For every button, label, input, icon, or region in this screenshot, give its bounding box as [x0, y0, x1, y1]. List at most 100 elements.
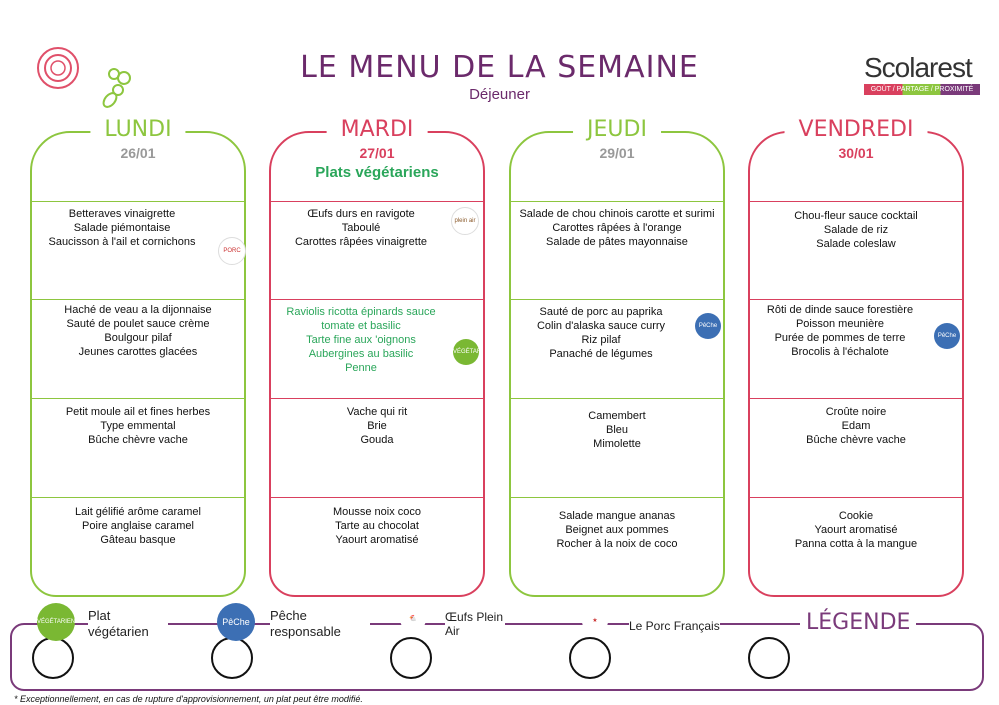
dish: Sauté de porc au paprika [539, 306, 663, 318]
legend-oeufs: Œufs Plein Air [445, 610, 505, 638]
day-name: VENDREDI [784, 117, 928, 143]
dish: Carottes râpées à l'orange [552, 222, 682, 234]
peche-responsable-icon: PêChe [217, 603, 255, 641]
page-subtitle: Déjeuner [469, 86, 530, 103]
divider [750, 201, 962, 202]
dish: Salade mangue ananas [558, 510, 676, 522]
legend-peche: Pêche responsable [270, 608, 370, 640]
dish: Beignet aux pommes [565, 524, 669, 536]
legend-circle [32, 637, 74, 679]
veg-badge-icon: VÉGÉTARIEN [453, 339, 479, 365]
dish: Saucisson à l'ail et cornichons [48, 236, 196, 248]
dish: Poire anglaise caramel [82, 520, 194, 532]
dish: Jeunes carottes glacées [78, 346, 198, 358]
divider [511, 398, 723, 399]
dish: Salade de riz [823, 224, 889, 236]
dish: Mimolette [593, 438, 641, 450]
peche-badge-icon: PêChe [695, 313, 721, 339]
dish: Croûte noire [825, 406, 887, 418]
legend-circle [390, 637, 432, 679]
dish: Vache qui rit [346, 406, 408, 418]
dish: Gouda [360, 434, 394, 446]
dish: Colin d'alaska sauce curry [536, 320, 666, 332]
dish: Penne [345, 362, 377, 374]
dish: Bûche chèvre vache [88, 434, 188, 446]
dish: Boulgour pilaf [104, 332, 172, 344]
dish: Panna cotta à la mangue [794, 538, 918, 550]
dish: Salade coleslaw [816, 238, 896, 250]
course-main: Raviolis ricotta épinards sauce tomate e… [273, 305, 449, 375]
dish: Edam [841, 420, 871, 432]
dish: Petit moule ail et fines herbes [65, 406, 211, 418]
dish: Bûche chèvre vache [806, 434, 906, 446]
dish: Brie [367, 420, 387, 432]
porc-badge-icon: PORC [218, 237, 246, 265]
dish: Salade piémontaise [73, 222, 171, 234]
brand-logo: Scolarest GOÛT / PARTAGE / PROXIMITÉ [864, 52, 980, 95]
divider [750, 299, 962, 300]
dish: Brocolis à l'échalote [791, 346, 889, 358]
divider [750, 497, 962, 498]
divider [511, 299, 723, 300]
dish: Lait gélifié arôme caramel [75, 506, 201, 518]
dish: Salade de chou chinois carotte et surimi [519, 208, 715, 220]
dish: Betteraves vinaigrette [68, 208, 176, 220]
dish: Taboulé [341, 222, 381, 234]
dish: Raviolis ricotta épinards sauce tomate e… [286, 306, 436, 332]
legend-porc: Le Porc Français [629, 618, 720, 634]
dish: Gâteau basque [100, 534, 176, 546]
dish: Type emmental [100, 420, 176, 432]
day-name: JEUDI [573, 117, 661, 143]
dish: Cookie [838, 510, 874, 522]
day-date: 27/01 [359, 145, 395, 161]
divider [271, 497, 483, 498]
dish: Yaourt aromatisé [335, 534, 419, 546]
divider [271, 299, 483, 300]
legend-circle [748, 637, 790, 679]
page-title: LE MENU DE LA SEMAINE [300, 50, 699, 85]
dish: Riz pilaf [581, 334, 621, 346]
divider [511, 201, 723, 202]
dish: Poisson meunière [795, 318, 885, 330]
brand-name: Scolarest [864, 52, 973, 83]
dish: Salade de pâtes mayonnaise [546, 236, 688, 248]
porc-francais-icon: ★ [582, 608, 608, 634]
dish: Haché de veau a la dijonnaise [64, 304, 212, 316]
dish: Chou-fleur sauce cocktail [794, 210, 918, 222]
dish: Tarte au chocolat [335, 520, 419, 532]
dish: Mousse noix coco [332, 506, 422, 518]
divider [32, 497, 244, 498]
dish: Camembert [588, 410, 646, 422]
dish: Sauté de poulet sauce crème [66, 318, 210, 330]
oeufs-plein-air-icon: 🐔 [400, 606, 426, 632]
legend-title: LÉGENDE [800, 610, 917, 636]
divider [32, 299, 244, 300]
course-starter: Salade de chou chinois carotte et surimi… [517, 207, 717, 249]
dish: Tarte fine aux 'oignons [306, 334, 416, 346]
dish: Œufs durs en ravigote [307, 208, 415, 220]
divider [750, 398, 962, 399]
dish: Purée de pommes de terre [774, 332, 906, 344]
day-date: 30/01 [838, 145, 874, 161]
dish: Carottes râpées vinaigrette [294, 236, 428, 248]
day-date: 29/01 [599, 145, 635, 161]
divider [511, 497, 723, 498]
divider [271, 398, 483, 399]
divider [32, 398, 244, 399]
